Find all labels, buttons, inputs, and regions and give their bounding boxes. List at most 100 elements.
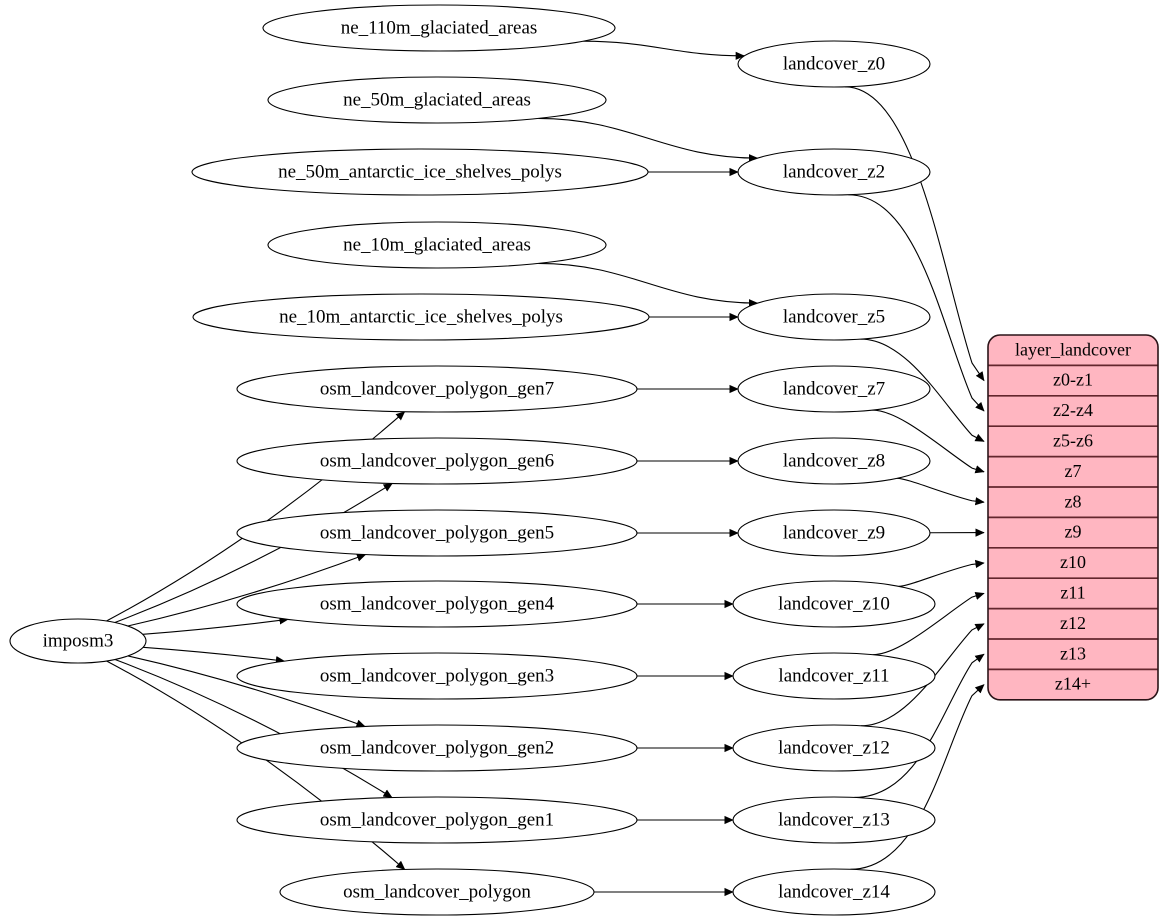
node-ne_10m_glaciated_areas[interactable]: ne_10m_glaciated_areas [267,221,607,269]
node-label-landcover_z13: landcover_z13 [778,809,890,830]
node-label-landcover_z5: landcover_z5 [783,306,885,327]
edge-ne_50m_glaciated_areas-to-landcover_z2 [538,117,759,163]
node-ellipse-landcover_z12 [732,724,936,772]
layer-table-row-z0-z1[interactable]: z0-z1 [1053,370,1093,390]
node-landcover_z0[interactable]: landcover_z0 [737,40,931,88]
edge-imposm3-to-osm_landcover_polygon_gen5 [127,553,367,627]
node-label-ne_10m_antarctic_ice_shelves_polys: ne_10m_antarctic_ice_shelves_polys [279,306,563,327]
node-ellipse-landcover_z2 [737,148,931,196]
node-osm_landcover_polygon_gen6[interactable]: osm_landcover_polygon_gen6 [236,437,638,485]
node-ellipse-osm_landcover_polygon_gen2 [236,724,638,772]
node-label-osm_landcover_polygon_gen3: osm_landcover_polygon_gen3 [320,665,554,686]
node-ellipse-osm_landcover_polygon_gen1 [236,796,638,844]
layer-table-row-z11[interactable]: z11 [1060,583,1085,603]
edge-landcover_z11-to-layer_landcover-z11 [872,591,985,656]
node-ellipse-ne_110m_glaciated_areas [262,4,616,52]
node-ellipse-osm_landcover_polygon_gen7 [236,365,638,413]
node-landcover_z14[interactable]: landcover_z14 [732,868,936,916]
layer-table-row-z14+[interactable]: z14+ [1055,674,1091,694]
node-ellipse-landcover_z0 [737,40,931,88]
node-osm_landcover_polygon_gen5[interactable]: osm_landcover_polygon_gen5 [236,509,638,557]
layer-table-row-z7[interactable]: z7 [1065,461,1082,481]
edge-imposm3-to-osm_landcover_polygon_gen6 [114,482,393,624]
node-landcover_z11[interactable]: landcover_z11 [732,652,936,700]
node-osm_landcover_polygon_gen4[interactable]: osm_landcover_polygon_gen4 [236,580,638,628]
layer-table-row-z13[interactable]: z13 [1060,643,1086,663]
node-ellipse-ne_50m_antarctic_ice_shelves_polys [191,148,649,196]
node-osm_landcover_polygon_gen7[interactable]: osm_landcover_polygon_gen7 [236,365,638,413]
node-ne_50m_antarctic_ice_shelves_polys[interactable]: ne_50m_antarctic_ice_shelves_polys [191,148,649,196]
node-ellipse-landcover_z10 [732,580,936,628]
layer-table-row-z5-z6[interactable]: z5-z6 [1053,431,1093,451]
edge-ne_10m_glaciated_areas-to-landcover_z5 [538,262,759,308]
node-label-osm_landcover_polygon_gen1: osm_landcover_polygon_gen1 [320,809,554,830]
node-label-osm_landcover_polygon_gen5: osm_landcover_polygon_gen5 [320,522,554,543]
node-ellipse-ne_10m_glaciated_areas [267,221,607,269]
node-label-landcover_z14: landcover_z14 [778,881,890,902]
node-ellipse-osm_landcover_polygon_gen3 [236,652,638,700]
node-landcover_z8[interactable]: landcover_z8 [737,437,931,485]
edge-ne_110m_glaciated_areas-to-landcover_z0 [583,40,746,60]
node-landcover_z7[interactable]: landcover_z7 [737,365,931,413]
node-label-landcover_z9: landcover_z9 [783,522,885,543]
layer-table-row-z8[interactable]: z8 [1065,491,1082,511]
node-label-osm_landcover_polygon_gen4: osm_landcover_polygon_gen4 [320,593,555,614]
node-osm_landcover_polygon[interactable]: osm_landcover_polygon [279,868,595,916]
layer-table-row-z2-z4[interactable]: z2-z4 [1053,400,1093,420]
node-ellipse-landcover_z14 [732,868,936,916]
node-osm_landcover_polygon_gen3[interactable]: osm_landcover_polygon_gen3 [236,652,638,700]
node-label-landcover_z0: landcover_z0 [783,53,885,74]
layer-table-row-z12[interactable]: z12 [1060,613,1086,633]
node-label-ne_50m_antarctic_ice_shelves_polys: ne_50m_antarctic_ice_shelves_polys [278,161,562,182]
node-label-landcover_z8: landcover_z8 [783,450,885,471]
edge-landcover_z7-to-layer_landcover-z7 [872,409,985,474]
node-landcover_z2[interactable]: landcover_z2 [737,148,931,196]
edge-imposm3-to-osm_landcover_polygon_gen4 [142,616,289,635]
node-ellipse-imposm3 [9,618,147,664]
node-ellipse-landcover_z11 [732,652,936,700]
node-ellipse-ne_50m_glaciated_areas [267,76,607,124]
edge-landcover_z8-to-layer_landcover-z8 [897,477,985,506]
layer-table-row-z9[interactable]: z9 [1065,522,1082,542]
edge-landcover_z14-to-layer_landcover-z14- [850,684,985,870]
node-ellipse-landcover_z8 [737,437,931,485]
node-ne_50m_glaciated_areas[interactable]: ne_50m_glaciated_areas [267,76,607,124]
edge-landcover_z0-to-layer_landcover-z0-z1 [844,86,985,382]
edge-imposm3-to-osm_landcover_polygon_gen2 [127,655,366,728]
node-landcover_z9[interactable]: landcover_z9 [737,509,931,557]
node-label-osm_landcover_polygon_gen6: osm_landcover_polygon_gen6 [320,450,554,471]
node-ellipse-ne_10m_antarctic_ice_shelves_polys [192,293,650,341]
edge-landcover_z5-to-layer_landcover-z5-z6 [860,338,985,442]
node-landcover_z12[interactable]: landcover_z12 [732,724,936,772]
edge-imposm3-to-osm_landcover_polygon_gen3 [143,646,286,665]
node-osm_landcover_polygon_gen2[interactable]: osm_landcover_polygon_gen2 [236,724,638,772]
node-landcover_z5[interactable]: landcover_z5 [737,293,931,341]
node-ellipse-landcover_z9 [737,509,931,557]
node-label-osm_landcover_polygon_gen7: osm_landcover_polygon_gen7 [320,378,554,399]
node-ellipse-landcover_z7 [737,365,931,413]
node-landcover_z10[interactable]: landcover_z10 [732,580,936,628]
node-ellipse-landcover_z5 [737,293,931,341]
node-ellipse-osm_landcover_polygon_gen5 [236,509,638,557]
layer-table-header: layer_landcover [1015,339,1131,359]
layer-table-outline [987,334,1159,701]
node-label-ne_110m_glaciated_areas: ne_110m_glaciated_areas [341,17,538,38]
node-ellipse-osm_landcover_polygon [279,868,595,916]
node-ellipse-osm_landcover_polygon_gen6 [236,437,638,485]
node-label-landcover_z7: landcover_z7 [783,378,885,399]
nodes-layer: imposm3 ne_110m_glaciated_areas ne_50m_gla… [9,4,936,916]
node-landcover_z13[interactable]: landcover_z13 [732,796,936,844]
node-ne_110m_glaciated_areas[interactable]: ne_110m_glaciated_areas [262,4,616,52]
node-label-landcover_z2: landcover_z2 [783,161,885,182]
layer-table-row-z10[interactable]: z10 [1060,552,1086,572]
node-label-ne_50m_glaciated_areas: ne_50m_glaciated_areas [343,89,531,110]
node-osm_landcover_polygon_gen1[interactable]: osm_landcover_polygon_gen1 [236,796,638,844]
node-ne_10m_antarctic_ice_shelves_polys[interactable]: ne_10m_antarctic_ice_shelves_polys [192,293,650,341]
node-label-landcover_z10: landcover_z10 [778,593,890,614]
node-ellipse-landcover_z13 [732,796,936,844]
node-imposm3[interactable]: imposm3 [9,618,147,664]
edge-landcover_z10-to-layer_landcover-z10 [898,559,985,587]
node-label-landcover_z11: landcover_z11 [778,665,889,686]
